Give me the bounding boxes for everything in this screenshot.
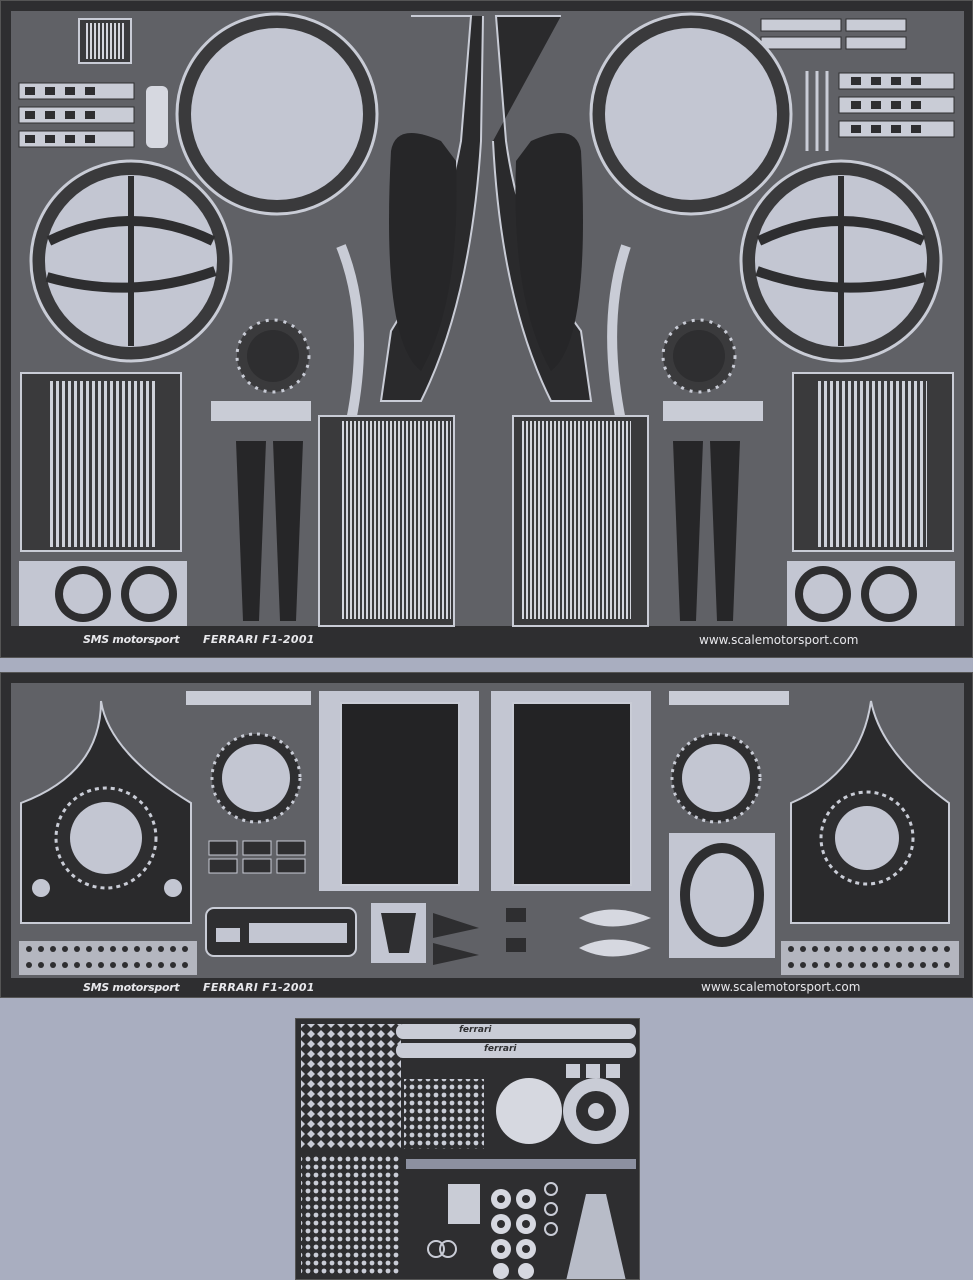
photo-etch-sheet-upper: SMS motorsport FERRARI F1-2001 www.scale… [0, 0, 973, 658]
sheet-upper-url: www.scalemotorsport.com [699, 633, 859, 647]
sheet-middle-artwork [11, 683, 964, 978]
etched-label-ferrari-1: ferrari [459, 1025, 492, 1035]
photo-etch-sheet-small: ferrari ferrari [295, 1018, 640, 1280]
sheet-upper-artwork [11, 11, 964, 627]
etched-label-ferrari-2: ferrari [484, 1044, 517, 1054]
sheet-small-artwork [301, 1024, 636, 1279]
photo-etch-sheet-middle: SMS motorsport FERRARI F1-2001 www.scale… [0, 672, 973, 998]
sheet-upper-model: FERRARI F1-2001 [203, 633, 315, 646]
sheet-middle-brand: SMS motorsport [83, 981, 180, 994]
sheet-middle-model: FERRARI F1-2001 [203, 981, 315, 994]
sheet-upper-brand: SMS motorsport [83, 633, 180, 646]
sheet-middle-url: www.scalemotorsport.com [701, 980, 861, 994]
